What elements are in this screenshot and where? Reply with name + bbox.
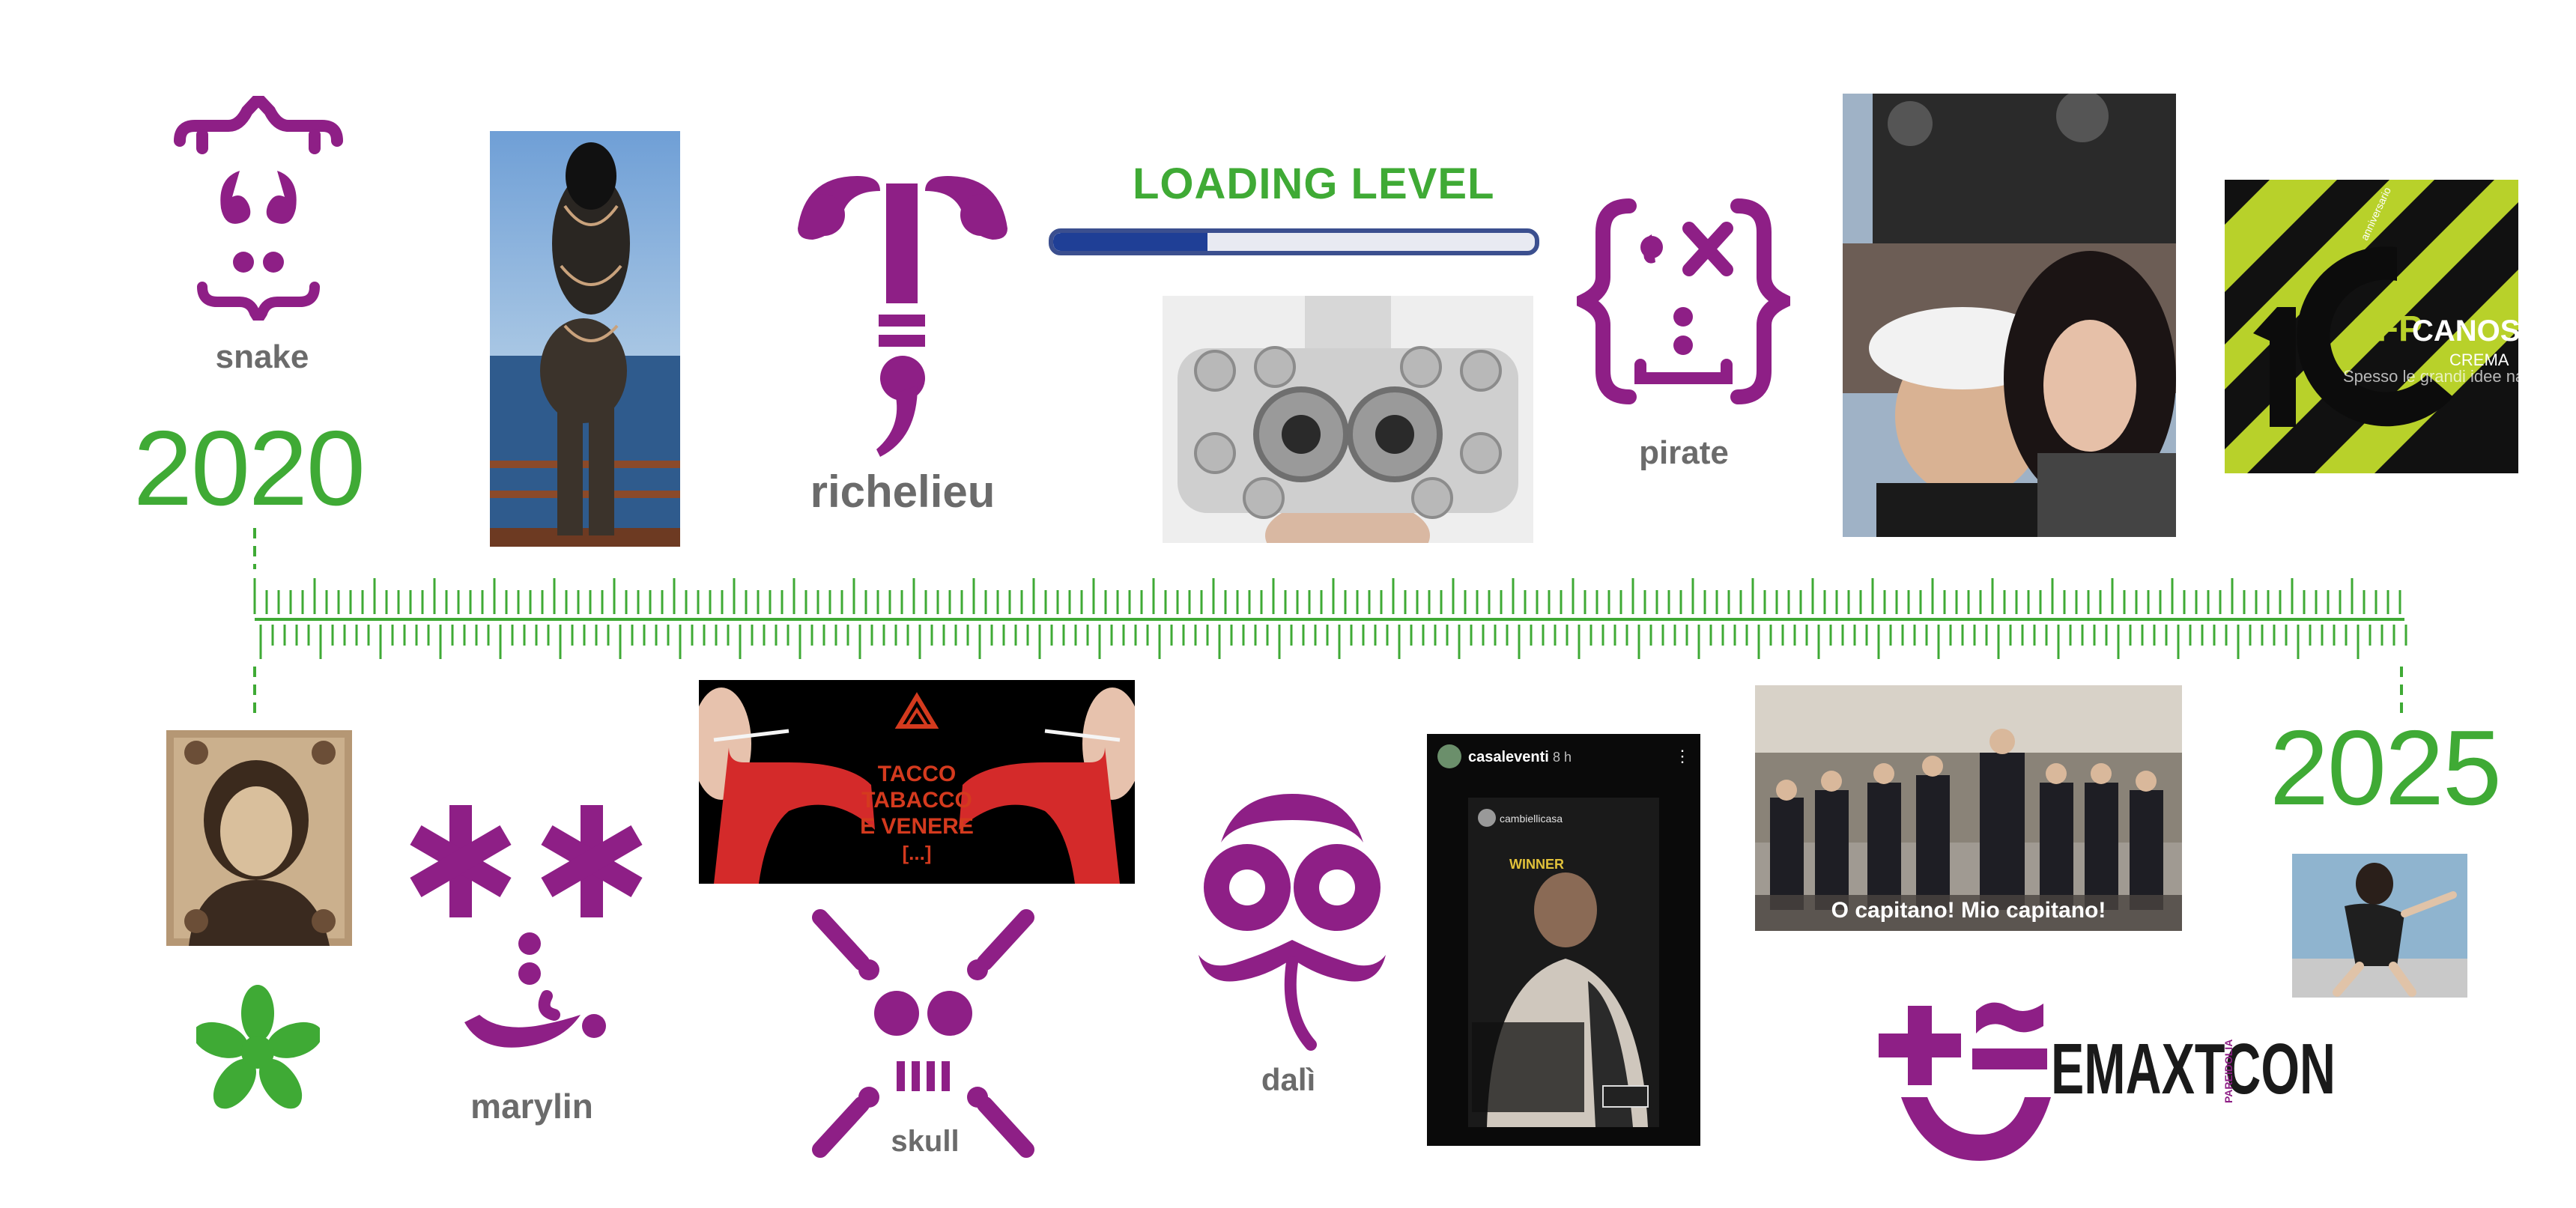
emaxtcon-logo: EMAXTCON PAREIDOLIA <box>1879 1002 2336 1161</box>
green-asterisk-icon <box>196 985 320 1109</box>
pirate-face-icon <box>1577 198 1790 404</box>
photo-concert-selfie <box>1843 94 2176 537</box>
loading-level-title: LOADING LEVEL <box>1133 160 1495 208</box>
cfp-brand-b: CANOSSA <box>2412 315 2518 347</box>
photo-phoropter <box>1163 296 1533 543</box>
year-end: 2025 <box>2270 708 2502 828</box>
photo-tattoo-back <box>490 131 680 547</box>
cfp-brand-a: CFP <box>2351 309 2422 349</box>
poster-tacco-tabacco-venere: TACCO TABACCO E VENERE [...] <box>699 680 1135 884</box>
svg-text:⋮: ⋮ <box>1674 747 1691 765</box>
label-richelieu: richelieu <box>810 467 995 517</box>
photo-vintage-portrait <box>166 730 352 946</box>
photo-instagram-story: casaleventi 8 h ⋮ cambiellicasa WINNER <box>1427 734 1700 1146</box>
poster-line1: TACCO <box>878 762 956 786</box>
label-marylin: marylin <box>470 1087 593 1126</box>
richelieu-face-icon <box>798 176 1007 457</box>
photo-dancer <box>2292 854 2467 998</box>
dali-face-icon <box>1198 794 1386 1051</box>
poster-line4: [...] <box>903 842 932 864</box>
story-badge: WINNER <box>1509 857 1564 872</box>
film-caption: O capitano! Mio capitano! <box>1831 898 2106 923</box>
emax-vertical: PAREIDOLIA <box>2222 1039 2234 1103</box>
cfp-canossa-logo: Spesso le grandi idee nascono anniversar… <box>2225 180 2518 473</box>
skull-face-icon <box>812 909 1034 1158</box>
year-start: 2020 <box>133 409 366 528</box>
label-snake: snake <box>215 339 309 375</box>
story-user: casaleventi <box>1468 749 1549 765</box>
poster-line3: E VENERE <box>860 814 974 839</box>
photo-film-still: O capitano! Mio capitano! <box>1755 685 2182 931</box>
story-time: 8 h <box>1553 750 1572 765</box>
emax-name: EMAXTCON <box>2051 1029 2336 1109</box>
loading-progress-fill <box>1053 233 1207 251</box>
poster-line2: TABACCO <box>861 788 972 813</box>
snake-face-icon <box>174 96 343 321</box>
loading-progress-bar <box>1049 228 1539 255</box>
label-skull: skull <box>891 1125 960 1158</box>
svg-text:Spesso le grandi idee nascono: Spesso le grandi idee nascono <box>2343 367 2518 386</box>
cfp-city: CREMA <box>2449 350 2509 369</box>
label-pirate: pirate <box>1639 434 1729 471</box>
timeline-ruler <box>253 528 2407 719</box>
label-dali: dalì <box>1261 1062 1316 1097</box>
marylin-face-icon <box>410 805 643 1048</box>
story-tag: cambiellicasa <box>1500 813 1563 825</box>
